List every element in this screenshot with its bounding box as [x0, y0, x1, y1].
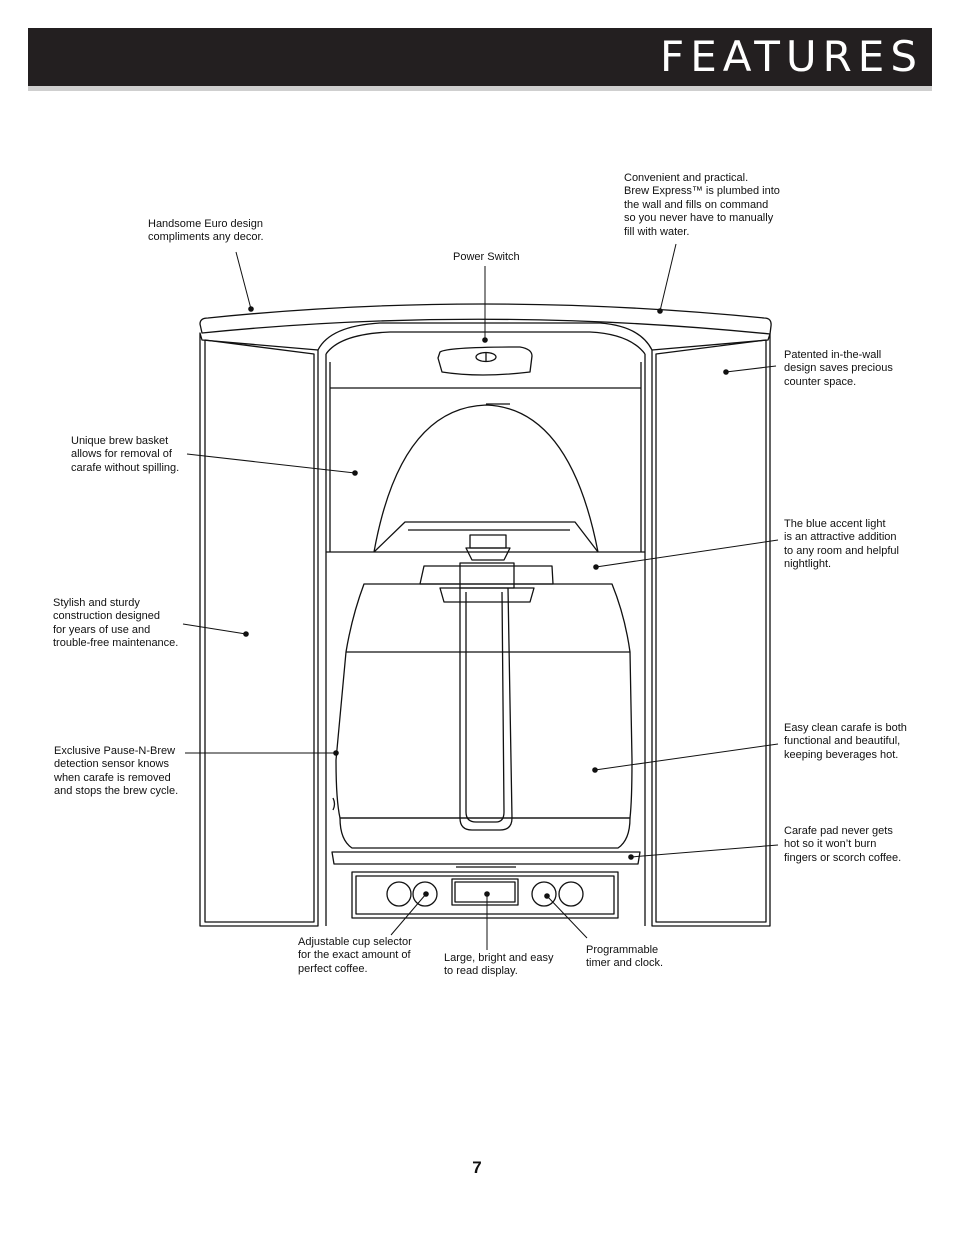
carafe-pad [331, 851, 641, 865]
cup-selector-button-1 [386, 881, 412, 907]
carafe-handle [459, 587, 513, 831]
callout-plumbed: Convenient and practical. Brew Express™ … [624, 172, 780, 238]
right-panel-inner [655, 339, 767, 923]
brew-basket [373, 404, 599, 553]
callout-accent-light: The blue accent light is an attractive a… [784, 518, 899, 571]
callout-carafe: Easy clean carafe is both functional and… [784, 722, 907, 761]
head-arch [317, 322, 653, 351]
callout-carafe-pad: Carafe pad never gets hot so it won’t bu… [784, 825, 902, 864]
page-title: FEATURES [660, 32, 923, 81]
carafe-body [335, 583, 633, 819]
carafe-lid [419, 565, 554, 585]
callout-cup-selector: Adjustable cup selector for the exact am… [298, 936, 412, 975]
callout-timer: Programmable timer and clock. [586, 944, 664, 970]
right-panel [651, 333, 771, 927]
power-switch-housing [437, 346, 533, 376]
callout-euro-design: Handsome Euro design compliments any dec… [148, 218, 264, 244]
display-screen [451, 878, 519, 906]
callout-power-switch: Power Switch [453, 251, 520, 263]
header-bar [28, 28, 932, 86]
top-cap [199, 303, 772, 335]
callout-pause-n-brew: Exclusive Pause-N-Brew detection sensor … [54, 745, 179, 798]
control-panel [351, 871, 619, 919]
left-panel-inner [204, 339, 315, 923]
head-front [325, 331, 646, 355]
callout-sturdy: Stylish and sturdy construction designed… [53, 597, 179, 650]
callout-display: Large, bright and easy to read display. [444, 952, 554, 978]
left-panel [199, 332, 319, 927]
callout-in-wall: Patented in-the-wall design saves precio… [784, 349, 893, 388]
page-number: 7 [472, 1158, 482, 1177]
header-underline [28, 86, 932, 91]
callout-brew-basket: Unique brew basket allows for removal of… [71, 435, 180, 474]
cup-selector-button-2 [412, 881, 438, 907]
timer-button-2 [558, 881, 584, 907]
timer-button-1 [531, 881, 557, 907]
